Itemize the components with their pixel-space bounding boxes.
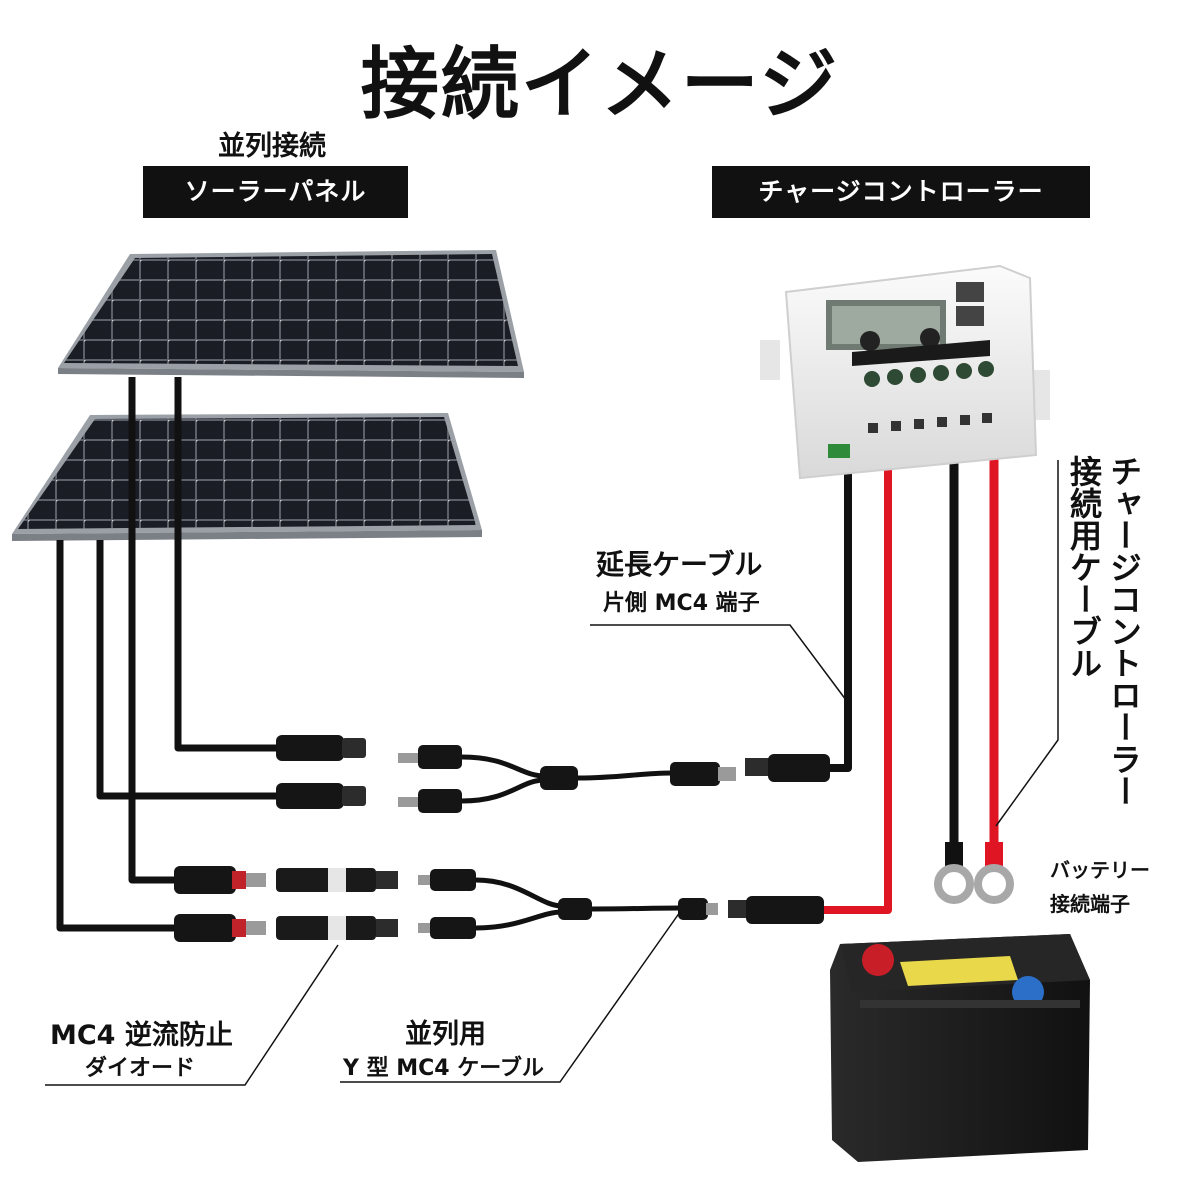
ycable-sublabel: Y 型 MC4 ケーブル	[343, 1056, 544, 1081]
solar-panel-bottom-icon	[12, 413, 482, 541]
charge-controller-label: チャージコントローラー	[712, 166, 1090, 218]
battery-terminal-sublabel: 接続端子	[1050, 892, 1130, 916]
solar-panel-label: ソーラーパネル	[143, 166, 408, 218]
battery-icon	[830, 934, 1090, 1162]
controller-cable-sublabel: 接続用ケーブル	[1065, 455, 1103, 679]
panel-wires	[56, 377, 282, 932]
extension-wires	[824, 450, 892, 914]
diode-label: MC4 逆流防止	[50, 1020, 233, 1051]
extension-cable-sublabel: 片側 MC4 端子	[603, 591, 760, 616]
diode-connectors	[174, 866, 824, 942]
battery-terminal-label: バッテリー	[1050, 858, 1150, 882]
diode-sublabel: ダイオード	[85, 1056, 196, 1081]
controller-cable-label: チャージコントローラー	[1105, 455, 1143, 807]
solar-panel-top-icon	[58, 250, 524, 378]
charge-controller-icon	[760, 264, 1050, 480]
parallel-connection-label: 並列接続	[218, 131, 326, 162]
ycable-label: 並列用	[405, 1019, 486, 1050]
page-title: 接続イメージ	[360, 40, 840, 130]
battery-cables	[934, 430, 1014, 904]
extension-cable-label: 延長ケーブル	[596, 548, 763, 581]
leader-lines	[45, 460, 1059, 1086]
mc4-connector-icon	[276, 735, 830, 813]
